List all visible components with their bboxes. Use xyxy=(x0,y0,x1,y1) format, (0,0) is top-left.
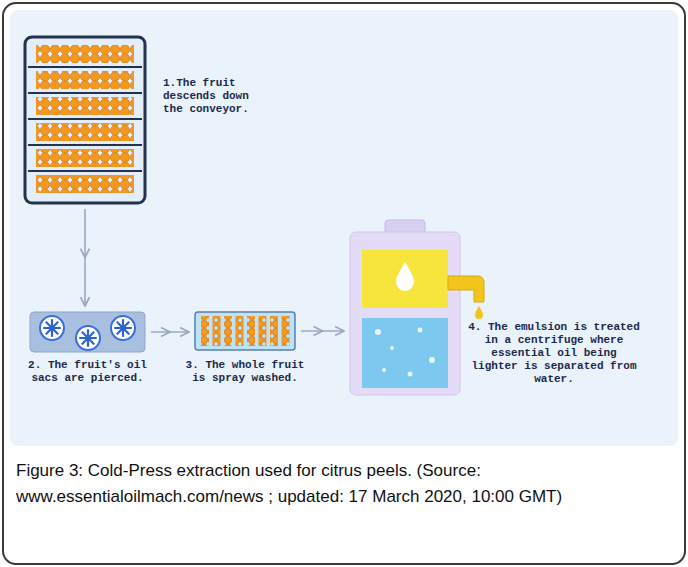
process-step: 3. The whole fruit is spray washed. xyxy=(195,312,295,350)
spray-washer xyxy=(195,312,295,350)
piercing-machine xyxy=(30,312,145,352)
oil-layer xyxy=(362,250,448,308)
caption-text: Figure 3: Cold-Press extraction used for… xyxy=(16,461,562,506)
flow-arrow xyxy=(151,331,189,333)
conveyor-rows xyxy=(28,45,142,193)
flow-arrow xyxy=(301,330,344,332)
piercing-discs xyxy=(40,316,135,350)
process-step: 1.The fruit descends down the conveyor. xyxy=(25,37,145,203)
step-label: 3. The whole fruit is spray washed. xyxy=(179,359,311,385)
conveyor xyxy=(25,37,145,203)
water-bubbles xyxy=(375,328,435,377)
process-step: 4. The emulsion is treated in a centrifu… xyxy=(350,222,460,395)
centrifuge-tank xyxy=(350,232,460,395)
step-label: 1.The fruit descends down the conveyor. xyxy=(163,77,271,116)
water-layer xyxy=(362,318,448,388)
process-step: 2. The fruit's oil sacs are pierced. xyxy=(30,312,145,352)
illustration-ground xyxy=(10,10,678,446)
washed-fruit xyxy=(201,316,290,346)
oil-drip xyxy=(475,306,483,319)
figure-caption: Figure 3: Cold-Press extraction used for… xyxy=(16,458,672,510)
oil-tap xyxy=(448,276,484,302)
flow-arrow xyxy=(84,209,86,306)
step-label: 4. The emulsion is treated in a centrifu… xyxy=(466,321,642,386)
step-label: 2. The fruit's oil sacs are pierced. xyxy=(26,359,149,385)
oil-drop xyxy=(396,262,414,291)
